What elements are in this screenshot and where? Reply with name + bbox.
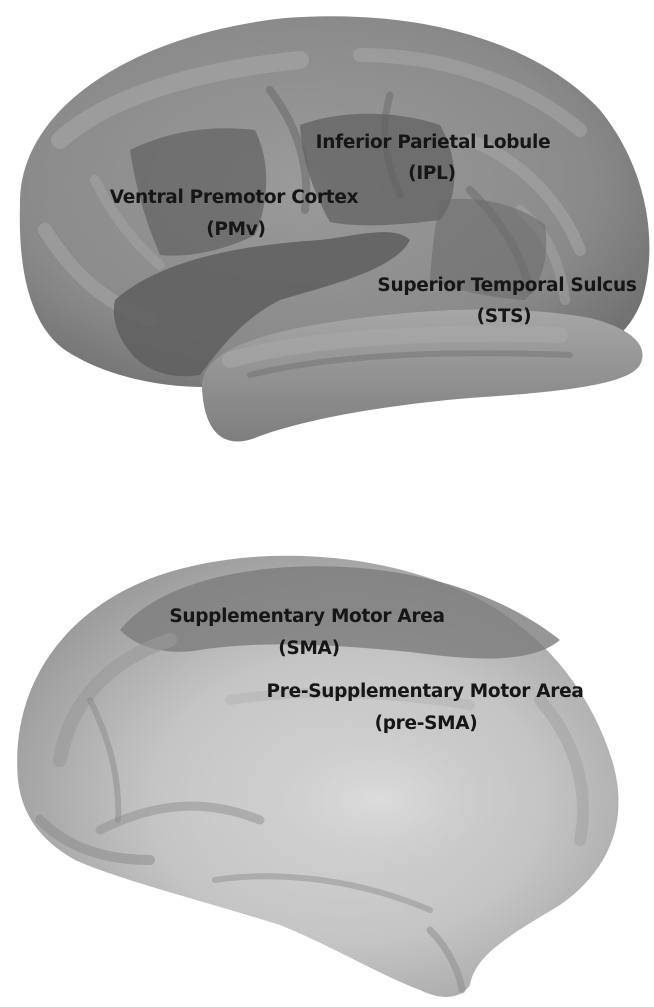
sma-label: Supplementary Motor Area — [169, 606, 444, 627]
lateral-brain-view: Inferior Parietal Lobule (IPL) Ventral P… — [20, 16, 650, 441]
presma-label: Pre-Supplementary Motor Area — [266, 681, 583, 702]
sma-abbrev: (SMA) — [278, 638, 339, 659]
pmv-abbrev: (PMv) — [206, 219, 265, 240]
presma-abbrev: (pre-SMA) — [375, 713, 478, 734]
pmv-label: Ventral Premotor Cortex — [110, 187, 359, 208]
sts-label: Superior Temporal Sulcus — [377, 275, 636, 296]
ipl-abbrev: (IPL) — [408, 163, 456, 184]
ipl-label: Inferior Parietal Lobule — [316, 132, 551, 153]
sts-abbrev: (STS) — [477, 306, 532, 327]
medial-brain-view: Supplementary Motor Area (SMA) Pre-Suppl… — [17, 556, 618, 997]
